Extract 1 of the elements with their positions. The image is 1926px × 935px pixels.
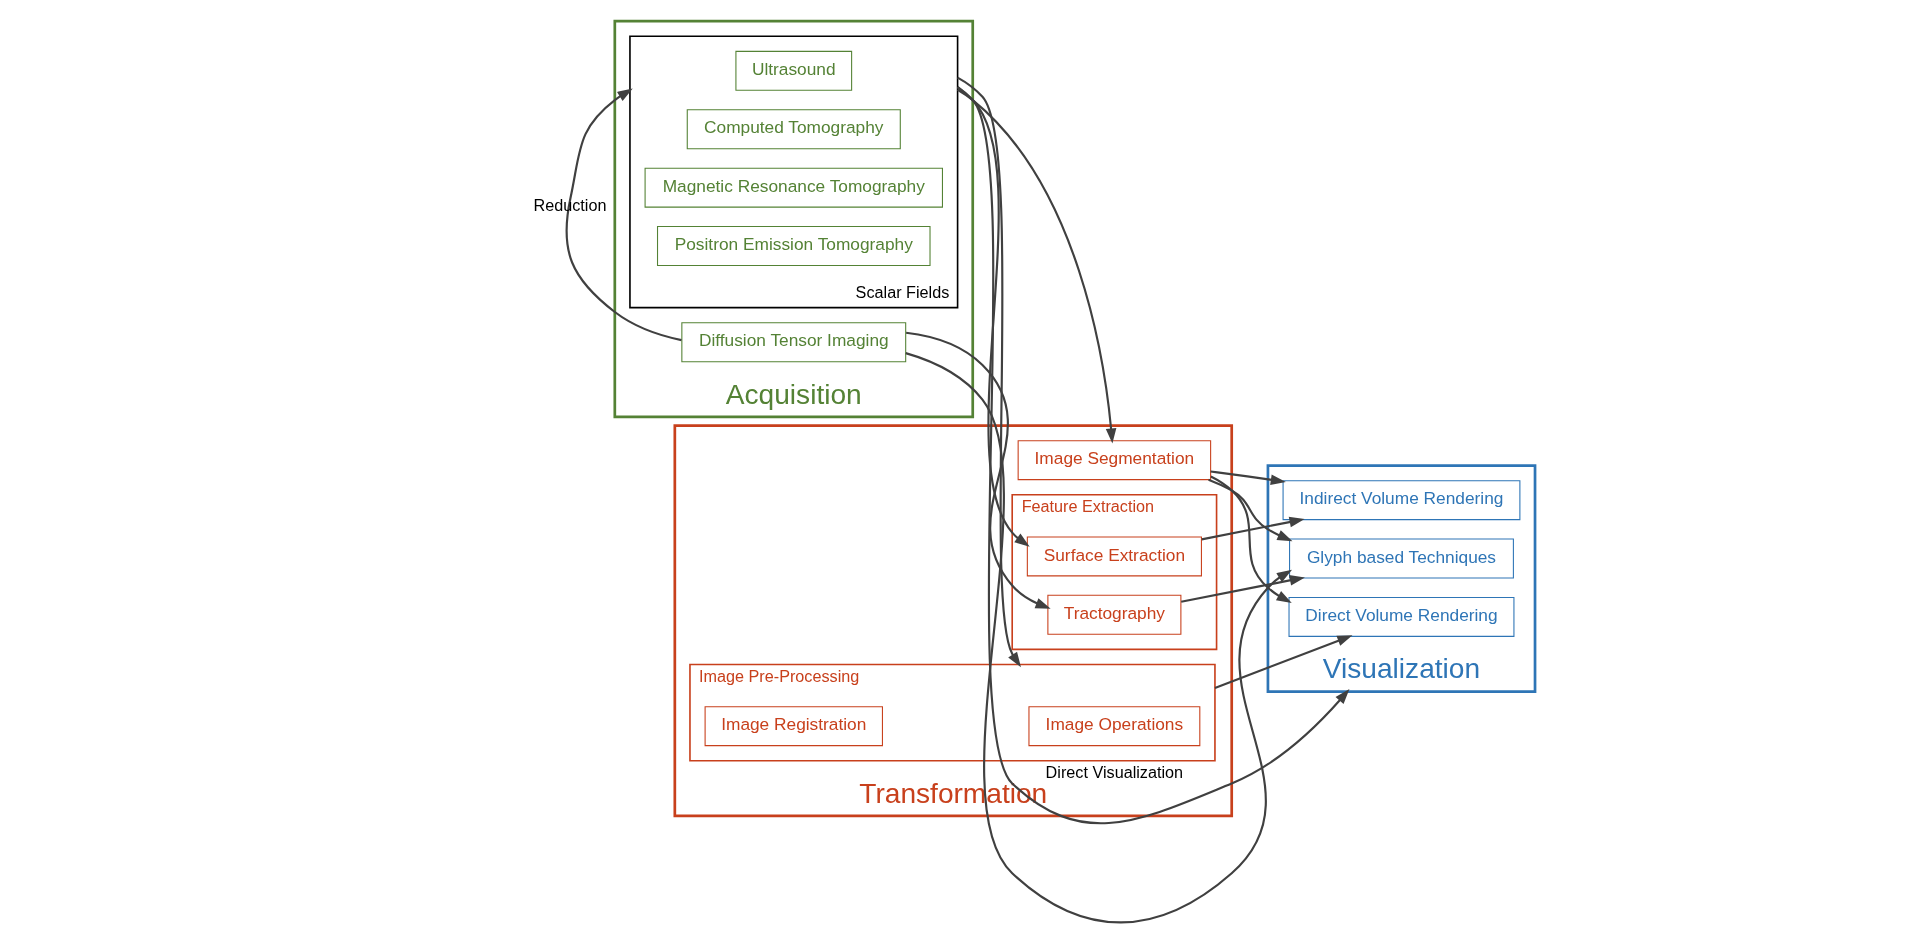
edge-label: Direct Visualization	[1045, 763, 1184, 782]
